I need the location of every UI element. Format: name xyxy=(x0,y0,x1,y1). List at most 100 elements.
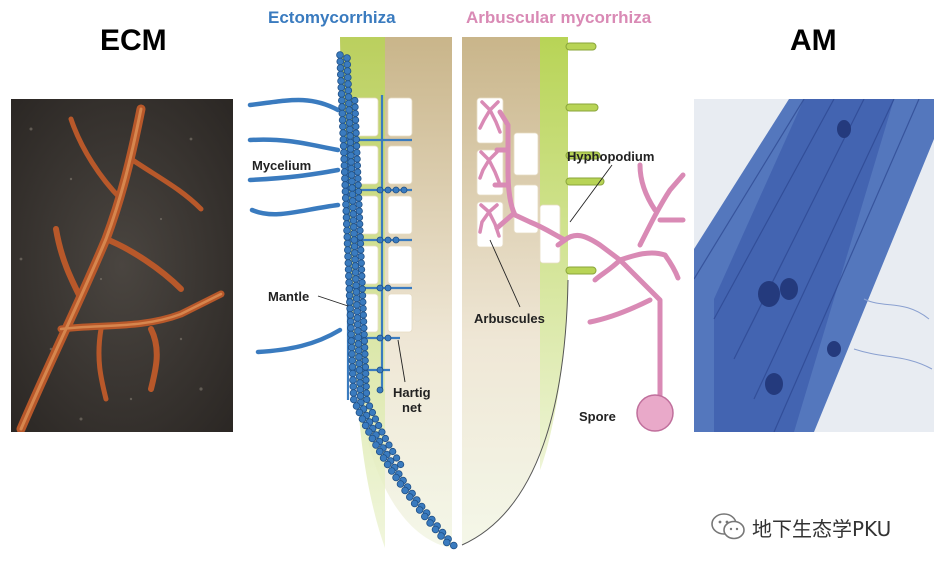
mantle-bead xyxy=(339,122,347,131)
mantle-bead xyxy=(352,135,360,144)
ecm-root-photo xyxy=(11,99,233,432)
mantle-bead xyxy=(349,382,358,391)
mantle-bead xyxy=(410,499,419,508)
mantle-bead xyxy=(354,187,363,196)
am-label: AM xyxy=(790,24,837,57)
mantle-bead xyxy=(340,155,348,163)
mantle-bead xyxy=(356,379,364,387)
mantle-bead xyxy=(378,428,386,436)
mantle-bead xyxy=(352,294,361,303)
mantle-bead xyxy=(384,334,392,342)
mantle-bead xyxy=(347,324,355,332)
mantle-bead xyxy=(362,369,370,378)
mantle-bead xyxy=(344,265,353,274)
mantle-bead xyxy=(343,226,351,235)
mantle-bead xyxy=(348,190,357,199)
mantle-bead xyxy=(342,200,350,209)
mantle-bead xyxy=(343,239,352,248)
mantle-bead xyxy=(345,112,354,121)
mantle-bead xyxy=(350,229,358,238)
hyphopodium-label: Hyphopodium xyxy=(567,149,655,164)
mantle-bead xyxy=(356,220,364,228)
mantle-bead xyxy=(365,428,373,436)
mantle-bead xyxy=(359,311,367,319)
mantle-bead xyxy=(392,186,400,194)
mantle-bead xyxy=(344,86,353,95)
mantle-bead xyxy=(346,132,354,140)
mantle-bead xyxy=(356,226,364,235)
mantle-bead xyxy=(431,525,440,534)
mantle-bead xyxy=(347,330,355,339)
mantle-bead xyxy=(361,343,369,352)
mantle-bead xyxy=(347,343,356,352)
mantle-bead xyxy=(355,194,363,202)
mantle-bead xyxy=(352,275,360,283)
mantle-bead xyxy=(354,340,363,348)
mantle-bead xyxy=(354,333,362,342)
mantle-bead xyxy=(376,284,384,292)
mantle-bead xyxy=(354,346,363,355)
mantle-bead xyxy=(342,220,351,228)
mantle-bead xyxy=(351,262,360,270)
mantle-bead xyxy=(359,291,367,300)
mantle-bead xyxy=(341,187,350,196)
mantle-bead xyxy=(400,186,408,194)
mantle-bead xyxy=(349,376,357,384)
mantle-bead xyxy=(354,174,362,183)
mantle-bead xyxy=(348,363,357,371)
mantle-bead xyxy=(351,255,359,264)
mantle-bead xyxy=(421,512,429,521)
mantle-bead xyxy=(347,171,356,179)
mantle-bead xyxy=(384,284,392,292)
mantle-bead xyxy=(449,541,458,550)
mantle-bead xyxy=(337,83,346,92)
mantle-bead xyxy=(356,239,365,248)
mantle-bead xyxy=(376,334,384,342)
mantle-bead xyxy=(345,99,353,108)
mantle-bead xyxy=(339,142,348,150)
mantle-bead xyxy=(336,64,345,72)
arbuscules-label: Arbuscules xyxy=(474,311,545,326)
mantle-bead xyxy=(376,236,384,244)
mantle-bead xyxy=(348,356,357,365)
mantle-bead xyxy=(348,369,357,378)
mantle-bead xyxy=(342,213,351,222)
watermark-text: 地下生态学PKU xyxy=(752,516,892,541)
mantle-bead xyxy=(355,207,363,215)
mantle-bead xyxy=(351,268,360,277)
mantle-bead xyxy=(354,181,362,189)
mantle-bead xyxy=(355,359,364,368)
mantle-bead xyxy=(357,259,365,267)
mantle-bead xyxy=(379,454,388,462)
mycelium-label: Mycelium xyxy=(252,158,312,173)
mantle-bead xyxy=(348,184,357,192)
mantle-bead xyxy=(384,186,392,194)
mantle-bead xyxy=(346,311,355,319)
mantle-bead xyxy=(352,129,360,137)
mantle-bead xyxy=(349,395,358,404)
mantle-bead xyxy=(351,109,359,118)
mantle-bead xyxy=(342,207,351,215)
mantle-bead xyxy=(353,155,361,163)
mantle-bead xyxy=(351,96,359,105)
mantle-bead xyxy=(350,249,359,257)
mantle-bead xyxy=(358,415,367,423)
mantle-bead xyxy=(343,233,352,241)
mantle-bead xyxy=(365,402,374,410)
mantle-bead xyxy=(345,285,354,293)
mantle-bead xyxy=(401,486,409,495)
mantle-bead xyxy=(344,252,352,261)
mantle-bead xyxy=(437,532,445,540)
mantle-bead xyxy=(344,93,353,101)
mantle-bead xyxy=(368,434,377,443)
mantle-bead xyxy=(338,109,347,118)
mantle-bead xyxy=(357,246,365,254)
mantle-bead xyxy=(360,317,368,326)
mantle-bead xyxy=(358,272,366,280)
mantle-bead xyxy=(349,389,358,397)
mantle-bead xyxy=(353,142,361,150)
mantle-bead xyxy=(383,460,392,469)
mantle-bead xyxy=(352,402,361,410)
watermark: 地下生态学PKU xyxy=(710,512,891,542)
mantle-bead xyxy=(355,200,363,209)
